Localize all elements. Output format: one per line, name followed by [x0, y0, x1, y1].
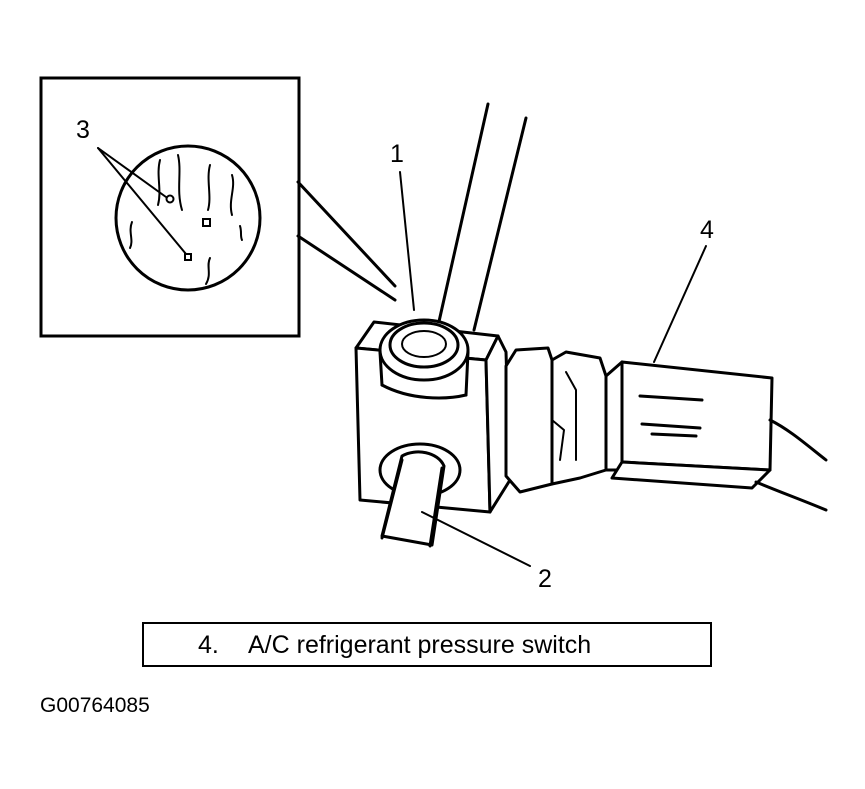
callout-4: 4 — [700, 216, 714, 244]
legend-number: 4. — [198, 631, 219, 659]
lower-pipe — [380, 450, 446, 548]
wire-harness — [754, 418, 828, 512]
pressure-switch-body — [504, 346, 624, 494]
inset-detail: 3 — [39, 76, 301, 338]
leak-point — [165, 194, 175, 204]
figure-code: G00764085 — [40, 694, 150, 717]
upper-pipe — [436, 102, 528, 332]
leader-line-1 — [399, 171, 415, 311]
callout-3: 3 — [76, 116, 90, 144]
magnified-view-circle — [114, 144, 262, 292]
leader-line-3b — [97, 147, 187, 255]
leader-line-3a — [97, 147, 167, 198]
leader-line-4 — [653, 245, 707, 363]
leak-point — [184, 253, 192, 261]
callout-1: 1 — [390, 140, 404, 168]
callout-2: 2 — [538, 565, 552, 593]
zoom-line-lower — [296, 234, 397, 302]
zoom-line-upper — [296, 180, 397, 288]
electrical-connector — [610, 360, 774, 490]
legend-label: A/C refrigerant pressure switch — [248, 631, 591, 659]
leader-line-2 — [421, 511, 531, 567]
leak-point — [202, 218, 211, 227]
legend-box: 4. A/C refrigerant pressure switch — [142, 622, 712, 667]
